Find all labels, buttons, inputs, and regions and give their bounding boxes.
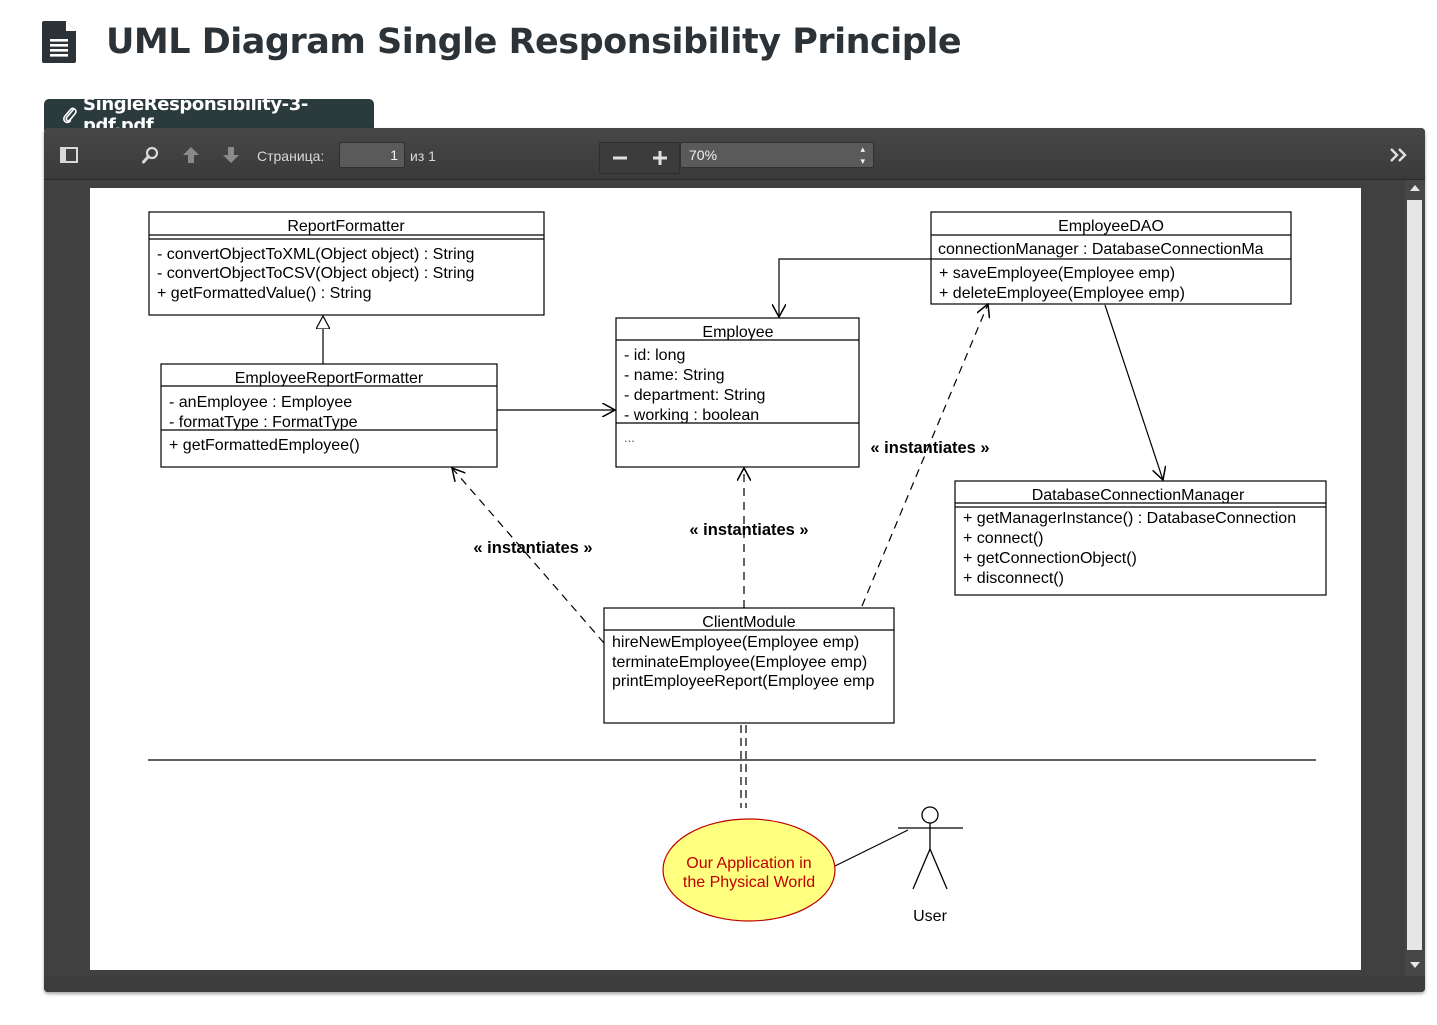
actor-label: User (913, 908, 947, 925)
association-line (834, 829, 909, 867)
search-icon (142, 146, 159, 164)
use-case: Our Application in the Physical World (662, 818, 836, 922)
class-name: DatabaseConnectionManager (1032, 487, 1245, 504)
class-database-connection-manager: DatabaseConnectionManager + getManagerIn… (954, 480, 1327, 596)
use-case-label: Our Application in (686, 855, 811, 872)
page-title: UML Diagram Single Responsibility Princi… (106, 22, 962, 62)
viewer-footer (44, 976, 1425, 992)
use-case-label: the Physical World (683, 874, 815, 891)
method: terminateEmployee(Employee emp) (612, 654, 867, 671)
zoom-out-icon (612, 156, 627, 160)
method: - convertObjectToCSV(Object object) : St… (157, 265, 474, 282)
class-name: ReportFormatter (287, 218, 405, 235)
method: hireNewEmployee(Employee emp) (612, 634, 859, 651)
attachment-tab[interactable]: SingleResponsibility-3-pdf.pdf (44, 94, 374, 136)
select-arrows-icon: ▴▾ (860, 144, 865, 166)
class-employee: Employee - id: long - name: String - dep… (615, 317, 860, 468)
class-report-formatter: ReportFormatter - convertObjectToXML(Obj… (148, 211, 545, 316)
method: printEmployeeReport(Employee emp (612, 673, 874, 690)
tools-icon (1390, 148, 1407, 162)
method: + saveEmployee(Employee emp) (939, 265, 1175, 282)
find-button[interactable] (138, 142, 164, 168)
tools-button[interactable] (1386, 142, 1412, 168)
previous-page-icon (183, 147, 199, 163)
scroll-thumb[interactable] (1407, 200, 1422, 950)
scroll-up-icon[interactable] (1410, 185, 1420, 191)
page-number-input[interactable]: 1 (339, 142, 405, 168)
method: + getFormattedValue() : String (157, 285, 371, 302)
method: + getManagerInstance() : DatabaseConnect… (963, 510, 1296, 527)
pdf-page: ReportFormatter - convertObjectToXML(Obj… (90, 188, 1361, 970)
next-page-icon (223, 147, 239, 163)
class-employee-dao: EmployeeDAO connectionManager : Database… (930, 211, 1292, 305)
sidebar-toggle-icon (60, 147, 78, 163)
page-header: UML Diagram Single Responsibility Princi… (42, 18, 962, 66)
method: + getFormattedEmployee() (169, 437, 360, 454)
document-icon (42, 21, 76, 63)
actor-user (898, 806, 963, 890)
uml-diagram: ReportFormatter - convertObjectToXML(Obj… (148, 211, 1327, 925)
zoom-in-icon (652, 151, 667, 165)
class-name: ClientModule (702, 614, 795, 631)
zoom-in-button[interactable] (640, 143, 679, 173)
method: - convertObjectToXML(Object object) : St… (157, 246, 474, 263)
sidebar-toggle-button[interactable] (56, 142, 82, 168)
page-label: Страница: (257, 148, 325, 164)
association-arrow (1104, 304, 1163, 480)
vertical-scrollbar[interactable] (1405, 180, 1425, 992)
pdf-toolbar: Страница: 1 из 1 70% ▴▾ (44, 128, 1425, 180)
stereotype-label: « instantiates » (689, 521, 808, 539)
method: + getConnectionObject() (963, 550, 1137, 567)
method: + connect() (963, 530, 1043, 547)
attribute: - department: String (624, 387, 765, 404)
dependency-arrow (861, 304, 988, 607)
method: + deleteEmployee(Employee emp) (939, 285, 1185, 302)
association-arrow (779, 258, 931, 317)
zoom-select[interactable]: 70% ▴▾ (680, 142, 874, 168)
stereotype-label: « instantiates » (870, 439, 989, 457)
zoom-out-button[interactable] (600, 143, 639, 173)
class-name: EmployeeDAO (1058, 218, 1164, 235)
stereotype-label: « instantiates » (473, 539, 592, 557)
page-total: из 1 (410, 148, 436, 164)
class-client-module: ClientModule hireNewEmployee(Employee em… (603, 607, 895, 724)
class-employee-report-formatter: EmployeeReportFormatter - anEmployee : E… (160, 363, 498, 468)
previous-page-button[interactable] (178, 142, 204, 168)
dependency-arrow (452, 468, 605, 644)
zoom-value: 70% (689, 147, 718, 163)
attribute: - formatType : FormatType (169, 414, 358, 431)
zoom-buttons (599, 142, 680, 174)
next-page-button[interactable] (218, 142, 244, 168)
attribute: - name: String (624, 367, 724, 384)
attribute: - id: long (624, 347, 685, 364)
class-name: Employee (702, 324, 773, 341)
pdf-viewer: Страница: 1 из 1 70% ▴▾ (44, 128, 1425, 992)
document-canvas[interactable]: ReportFormatter - convertObjectToXML(Obj… (44, 180, 1425, 992)
scroll-down-icon[interactable] (1410, 962, 1420, 968)
attribute: connectionManager : DatabaseConnectionMa (938, 241, 1264, 258)
attribute: - anEmployee : Employee (169, 394, 352, 411)
paperclip-icon (62, 106, 78, 124)
method: + disconnect() (963, 570, 1064, 587)
method: ... (624, 430, 635, 445)
class-name: EmployeeReportFormatter (235, 370, 424, 387)
attribute: - working : boolean (624, 407, 759, 424)
